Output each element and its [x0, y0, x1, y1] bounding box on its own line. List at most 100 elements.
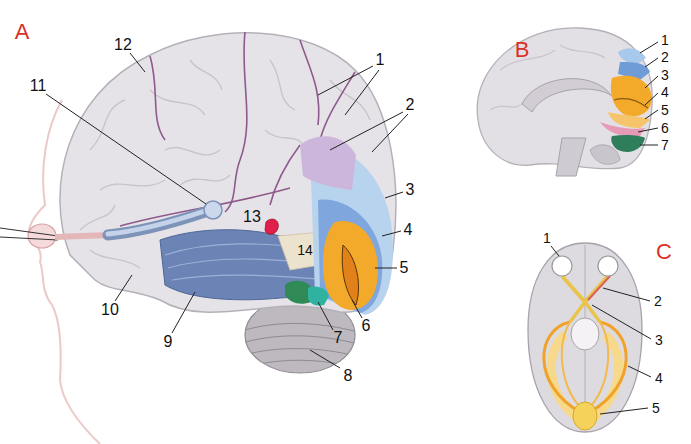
- optic-nerve-fibers: [588, 276, 610, 300]
- callout-number: 6: [661, 121, 669, 135]
- brainstem: [556, 138, 586, 176]
- area-pink: [600, 122, 645, 136]
- gyrus-line: [150, 90, 205, 115]
- callout-number: 4: [655, 371, 663, 385]
- brainstem-section: [571, 318, 599, 350]
- callout-number: 1: [661, 33, 669, 47]
- panel-letter: A: [15, 21, 30, 43]
- ray-line: [0, 237, 58, 240]
- leader-lines: [638, 42, 658, 145]
- callout-number: 3: [661, 68, 669, 82]
- panel-letter: B: [515, 39, 530, 61]
- callout-number: 4: [404, 222, 413, 238]
- callout-number: 9: [164, 334, 173, 350]
- leader-line: [551, 246, 559, 256]
- calcarine-line: [614, 99, 648, 108]
- callout-number: 3: [406, 182, 415, 198]
- area-orange: [323, 221, 378, 310]
- callout-number: 5: [400, 260, 409, 276]
- eyeball: [552, 256, 572, 276]
- optic-nerve: [562, 276, 608, 302]
- leader-line: [318, 302, 333, 330]
- central-sulcus: [225, 32, 247, 212]
- gyrus-line: [190, 60, 222, 90]
- area-light-orange: [608, 112, 650, 128]
- callout-number: 3: [655, 333, 663, 347]
- ray-line: [0, 228, 58, 236]
- callout-number: 10: [101, 302, 119, 318]
- callout-number: 1: [376, 52, 385, 68]
- area-lavender: [300, 136, 356, 190]
- gyrus-line: [80, 205, 115, 230]
- leader-line: [46, 94, 206, 204]
- optic-tract: [570, 302, 600, 322]
- callout-number: 1: [543, 231, 551, 245]
- optic-tract-highlight: [108, 211, 205, 234]
- leader-line: [640, 145, 658, 146]
- leader-line: [130, 53, 145, 72]
- callout-number: 14: [297, 243, 313, 257]
- area-orange: [611, 76, 652, 117]
- leader-line: [638, 128, 658, 132]
- leader-line: [345, 70, 379, 115]
- callout-number: 7: [334, 330, 343, 346]
- leader-lines: [551, 246, 651, 414]
- corpus-callosum: [522, 79, 612, 112]
- leader-line: [645, 93, 658, 105]
- callout-number: 5: [652, 401, 660, 415]
- callout-number: 2: [661, 50, 669, 64]
- eyeball: [28, 224, 56, 248]
- leader-line: [352, 300, 362, 318]
- leader-line: [172, 292, 195, 333]
- leader-line: [600, 408, 648, 414]
- inferior-view: [528, 243, 642, 432]
- sulcus-line: [270, 145, 300, 205]
- eyeball: [598, 256, 618, 276]
- callout-number: 7: [661, 138, 669, 152]
- callout-number: 12: [114, 37, 132, 53]
- gyrus-line: [165, 148, 220, 155]
- callout-number: 6: [362, 318, 371, 334]
- callout-number: 11: [30, 78, 47, 94]
- leader-line: [382, 231, 401, 236]
- leader-line: [375, 268, 397, 269]
- callout-number: 8: [344, 368, 353, 384]
- medial-view: [477, 28, 652, 176]
- callout-number: 2: [654, 294, 662, 308]
- gyrus-line: [100, 180, 165, 190]
- callout-number: 13: [243, 209, 261, 225]
- callout-number: 2: [406, 97, 415, 113]
- sulcus-line: [150, 56, 165, 140]
- leader-line: [645, 58, 658, 67]
- folium-line: [248, 349, 356, 356]
- callout-number: 5: [661, 103, 669, 117]
- gyrus-line: [90, 250, 140, 268]
- leader-line: [385, 192, 403, 198]
- leader-line: [640, 42, 658, 53]
- callout-number: 4: [661, 85, 669, 99]
- visual-areas: [285, 136, 393, 315]
- geniculate-body: [204, 201, 222, 219]
- area-green: [611, 135, 645, 152]
- leader-line: [628, 366, 651, 377]
- leader-line: [115, 275, 132, 301]
- optic-tract: [108, 212, 205, 235]
- cerebrum-outline: [60, 33, 396, 312]
- sulcus-line: [320, 72, 355, 140]
- optic-nerve: [55, 235, 110, 237]
- leader-line: [310, 350, 340, 368]
- inferior-brain-outline: [528, 243, 642, 432]
- fiber-line: [172, 275, 335, 280]
- gyrus-line: [90, 100, 125, 150]
- leader-line: [592, 305, 651, 339]
- leader-line: [318, 66, 373, 95]
- cerebellum-folia: [245, 323, 358, 366]
- sulcus-line: [300, 40, 319, 125]
- leader-line: [645, 76, 658, 88]
- area-dark-orange: [342, 245, 358, 305]
- lateral-sulcus: [120, 188, 290, 226]
- red-spot: [265, 219, 278, 234]
- leader-lines: [46, 53, 408, 368]
